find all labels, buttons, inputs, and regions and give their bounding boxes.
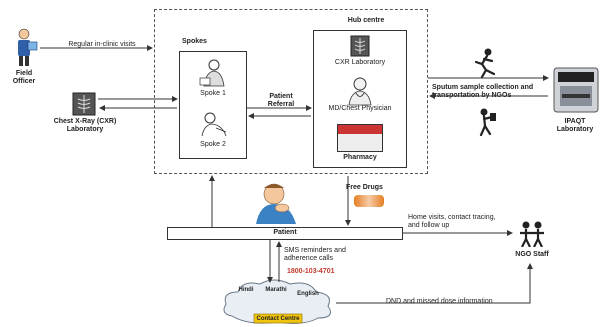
ipaqt-label: IPAQT Laboratory <box>556 118 594 133</box>
sms-label: SMS reminders and adherence calls <box>284 247 346 262</box>
hub-title: Hub centre <box>347 17 385 24</box>
spoke2-doctor-icon <box>201 112 227 137</box>
dnd-label: DND and missed dose information <box>386 298 493 305</box>
home-visits-label: Home visits, contact tracing, and follow… <box>408 214 496 229</box>
patient-bar <box>167 227 403 240</box>
contact-centre-label: Contact Centre <box>256 316 300 322</box>
hub-physician-label: MD/Chest Physician <box>328 105 392 112</box>
contact-centre-cloud <box>223 279 331 324</box>
left-xray-icon <box>72 92 96 116</box>
hub-cxr-label: CXR Laboratory <box>334 59 386 66</box>
spoke1-doctor-icon <box>199 59 225 87</box>
hub-pharmacy-label: Pharmacy <box>343 154 377 161</box>
physician-icon <box>348 77 372 106</box>
pharmacy-image <box>337 124 383 152</box>
cxr-lab-left-label: Chest X-Ray (CXR) Laboratory <box>53 118 117 133</box>
ipaqt-machine-icon <box>553 67 599 113</box>
phone-number: 1800-103-4701 <box>287 268 335 275</box>
spokes-title: Spokes <box>182 38 207 45</box>
ngo-staff-icon <box>520 221 544 247</box>
courier-icon <box>479 108 496 136</box>
regular-visits-label: Regular in-clinic visits <box>68 41 136 48</box>
field-officer-label: Field Officer <box>12 70 36 85</box>
runner-icon <box>474 48 496 78</box>
spokes-box <box>179 51 247 159</box>
field-officer-icon <box>18 28 38 66</box>
spoke2-label: Spoke 2 <box>200 141 226 148</box>
ngo-staff-label: NGO Staff <box>515 251 549 258</box>
network-boundary <box>154 9 428 174</box>
patient-coughing-icon <box>256 183 296 224</box>
lang-hindi: Hindi <box>238 287 254 293</box>
spoke1-label: Spoke 1 <box>200 90 226 97</box>
pills-image <box>354 195 384 207</box>
lang-marathi: Marathi <box>265 287 287 293</box>
hub-xray-icon <box>350 35 370 57</box>
free-drugs-label: Free Drugs <box>346 184 383 191</box>
patient-referral-label: Patient Referral <box>267 93 295 108</box>
lang-english: English <box>297 291 319 297</box>
patient-label: Patient <box>273 229 297 236</box>
